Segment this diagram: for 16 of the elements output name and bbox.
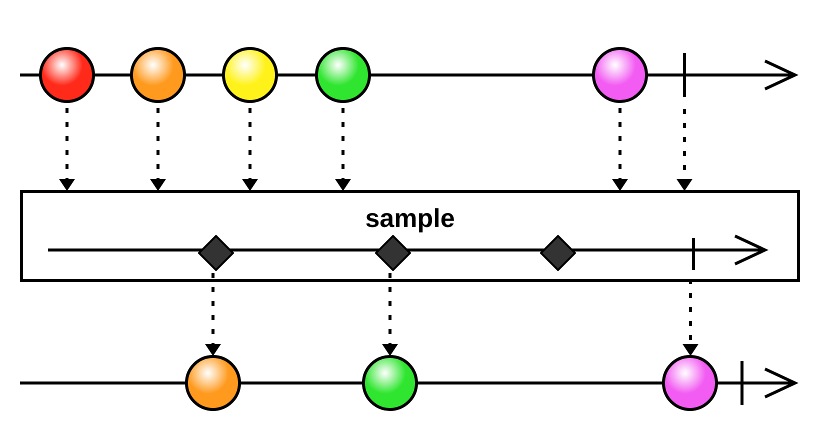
operator-box: [20, 190, 800, 282]
sample-marker: [375, 235, 411, 271]
arrow: [205, 273, 221, 356]
arrow: [676, 109, 692, 191]
arrow: [612, 108, 628, 191]
sample-marker: [540, 235, 576, 271]
completion-mark: [683, 53, 686, 97]
arrow: [335, 108, 351, 191]
arrow: [382, 273, 398, 356]
completion-mark: [692, 238, 695, 270]
arrow: [682, 279, 698, 356]
operator-name: sample: [364, 203, 456, 234]
arrow: [150, 108, 166, 191]
arrow: [242, 108, 258, 191]
arrow: [59, 108, 75, 191]
sample-marker: [198, 235, 234, 271]
